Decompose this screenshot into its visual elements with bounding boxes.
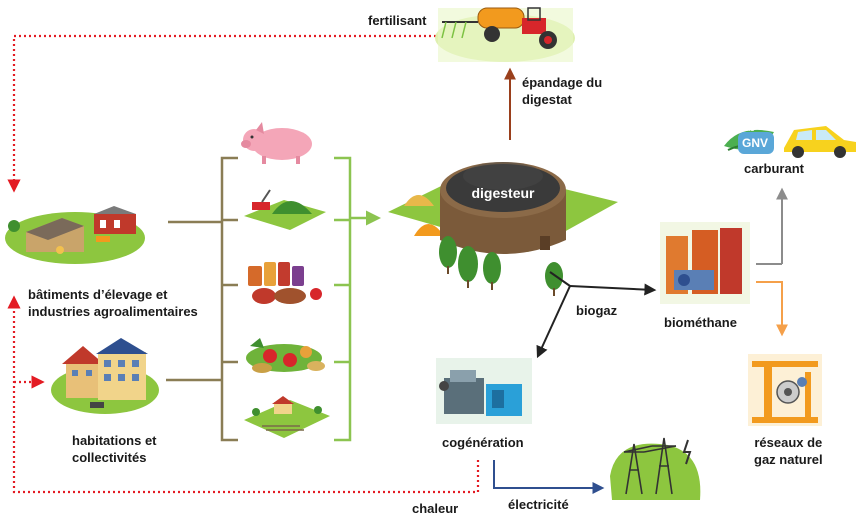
food-waste-icon bbox=[248, 262, 322, 304]
biogaz-label: biogaz bbox=[576, 303, 618, 318]
gnv-label: GNV bbox=[742, 136, 768, 150]
electricite-arrow bbox=[493, 460, 605, 494]
car-icon bbox=[784, 126, 856, 158]
batiments-label-line2: industries agroalimentaires bbox=[28, 304, 198, 319]
reseaux-label-line2: gaz naturel bbox=[754, 452, 823, 467]
bio-gnv-logo bbox=[724, 129, 774, 154]
fertilisant-flow-arrow bbox=[7, 34, 436, 193]
digester-icon bbox=[388, 162, 618, 296]
power-pylons-icon bbox=[610, 437, 701, 500]
farm-buildings-icon bbox=[5, 206, 145, 264]
batiments-label-line1: bâtiments d’élevage et bbox=[28, 287, 168, 302]
houses-icon bbox=[51, 338, 159, 414]
digesteur-label: digesteur bbox=[471, 185, 535, 201]
epandage-label-line2: digestat bbox=[522, 92, 572, 107]
vegetables-icon bbox=[246, 338, 325, 373]
habitations-label-line1: habitations et bbox=[72, 433, 157, 448]
inputs-connector-right bbox=[334, 156, 352, 442]
chaleur-flow-arrow bbox=[7, 295, 480, 494]
pig-icon bbox=[241, 122, 312, 164]
tractor-spreader-icon bbox=[435, 7, 575, 62]
biomethane-plant-icon bbox=[660, 222, 750, 304]
batiments-label: bâtiments d’élevage et industries agroal… bbox=[28, 286, 198, 320]
inputs-connector-left bbox=[166, 156, 238, 442]
fertilisant-label: fertilisant bbox=[368, 13, 427, 28]
chaleur-label: chaleur bbox=[412, 501, 459, 516]
landfill-icon bbox=[244, 396, 330, 438]
to-reseaux-arrow bbox=[756, 281, 788, 337]
cogeneration-icon bbox=[436, 358, 532, 424]
green-waste-icon bbox=[244, 189, 326, 230]
epandage-label: épandage du digestat bbox=[522, 74, 602, 108]
electricite-label: électricité bbox=[508, 497, 569, 512]
bio-small-label: BIO bbox=[744, 127, 755, 133]
epandage-label-line1: épandage du bbox=[522, 75, 603, 90]
biomethane-label: biométhane bbox=[664, 315, 737, 330]
habitations-label-line2: collectivités bbox=[72, 450, 147, 465]
habitations-label: habitations et collectivités bbox=[72, 432, 157, 466]
reseaux-label-line1: réseaux de bbox=[754, 435, 823, 450]
reseaux-label: réseaux de gaz naturel bbox=[754, 434, 823, 468]
gas-network-icon bbox=[748, 354, 822, 426]
cogeneration-label: cogénération bbox=[442, 435, 524, 450]
biogaz-split-arrows bbox=[536, 271, 657, 359]
carburant-label: carburant bbox=[744, 161, 804, 176]
